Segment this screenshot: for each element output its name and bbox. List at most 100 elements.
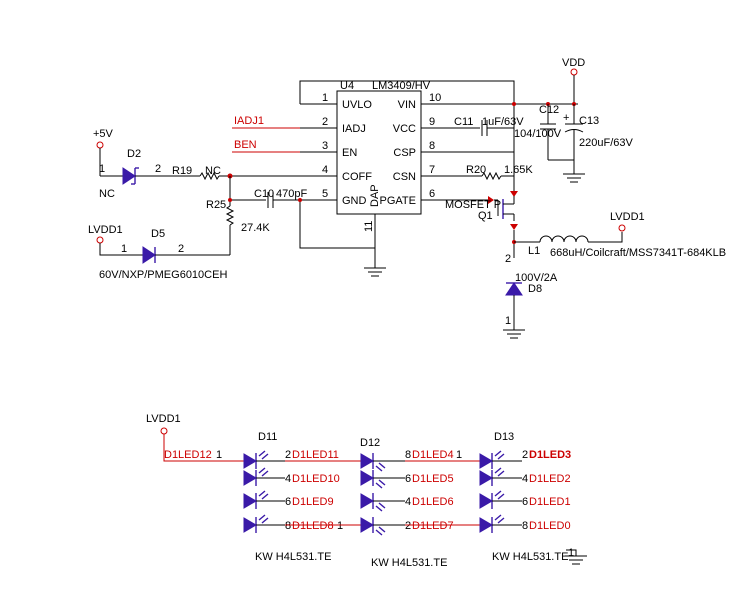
diode-d8	[505, 282, 523, 296]
net-iadj1: IADJ1	[234, 115, 264, 127]
ground-caps	[563, 173, 585, 183]
inductor-l1	[539, 235, 589, 243]
led-input-pin: 1	[216, 449, 222, 461]
led-row-3: 6 D1LED9 4 D1LED6 6 D1LED1	[243, 490, 571, 512]
svg-text:8: 8	[285, 520, 291, 532]
net-lvdd1-left: LVDD1	[88, 224, 123, 236]
r19-val: NC	[205, 165, 221, 177]
net-lvdd1-bottom: LVDD1	[146, 413, 181, 425]
net-d1led0: D1LED0	[529, 520, 571, 532]
svg-text:8: 8	[522, 520, 528, 532]
junction-gnd	[298, 198, 302, 202]
ic-pin-num-2: 2	[322, 116, 328, 128]
c13-val: 220uF/63V	[579, 137, 633, 149]
c10-ref: C10	[254, 188, 274, 200]
d2-pin2: 2	[155, 163, 161, 175]
led-d11-1	[243, 450, 269, 469]
capacitor-c13	[564, 104, 584, 174]
ic-pin-pgate: PGATE	[380, 195, 416, 207]
d8-val: 100V/2A	[515, 272, 558, 284]
d8-pin1: 1	[505, 315, 511, 327]
arrow-q1	[510, 224, 518, 230]
wire-lvdd1-led	[163, 434, 244, 462]
svg-text:4: 4	[285, 473, 291, 485]
wire-l1-right	[588, 232, 623, 243]
svg-text:4: 4	[522, 473, 528, 485]
lvdd1-right-port	[618, 224, 626, 232]
svg-text:4: 4	[405, 496, 411, 508]
ic-pin-num-5: 5	[322, 188, 328, 200]
d12-ref: D12	[360, 437, 380, 449]
wire-gnd-pin	[299, 200, 375, 249]
c10-val: 470pF	[276, 188, 307, 200]
arrow-csn	[510, 191, 518, 197]
ic-ref: U4	[340, 80, 354, 92]
led-row-4: 8 D1LED8 1 2 D1LED7 8 D1LED0	[243, 514, 571, 536]
d11-part: KW H4L531.TE	[255, 551, 331, 563]
r25-ref: R25	[206, 199, 226, 211]
led-d13-1	[479, 450, 505, 469]
d13-pin1: 1	[456, 449, 462, 461]
d5-pin1: 1	[121, 243, 127, 255]
c11-val: 1uF/63V	[482, 116, 524, 128]
led-d12-4	[360, 517, 386, 536]
ic-pin-coff: COFF	[342, 171, 372, 183]
d8-ref: D8	[528, 283, 542, 295]
net-d1led11: D1LED11	[292, 449, 339, 461]
plus5v-port	[96, 141, 104, 149]
resistor-r20	[481, 171, 502, 181]
r20-val: 1.65K	[504, 164, 533, 176]
svg-text:2: 2	[285, 449, 291, 461]
net-d1led5: D1LED5	[412, 473, 454, 485]
capacitor-c12	[540, 104, 556, 160]
lvdd1-bottom-port	[160, 427, 168, 435]
ic-pin-uvlo: UVLO	[342, 99, 372, 111]
net-d1led6: D1LED6	[412, 496, 454, 508]
c11-ref: C11	[454, 116, 473, 128]
net-d1led9: D1LED9	[292, 496, 334, 508]
ic-pin-iadj: IADJ	[342, 123, 366, 135]
d12-pin1: 1	[337, 520, 343, 532]
d13-bottom-pin1: 1	[568, 547, 574, 559]
ic-pin-vin: VIN	[398, 99, 416, 111]
svg-text:2: 2	[405, 520, 411, 532]
net-d1led7: D1LED7	[412, 520, 454, 532]
net-lvdd1-right: LVDD1	[610, 211, 645, 223]
net-d1led1: D1LED1	[529, 496, 571, 508]
led-d12-3	[360, 493, 386, 512]
svg-text:8: 8	[405, 449, 411, 461]
ic-pin-num-11: 11	[363, 221, 375, 232]
ic-pin-vcc: VCC	[393, 123, 416, 135]
led-d11-4	[243, 514, 269, 533]
arrow-pgate	[488, 196, 494, 204]
r20-ref: R20	[466, 164, 486, 176]
ground-d8	[503, 329, 525, 339]
net-vdd: VDD	[562, 57, 585, 69]
ic-pin-en: EN	[342, 147, 357, 159]
ic-part: LM3409/HV	[372, 80, 431, 92]
diode-d5	[142, 246, 156, 264]
q1-ref: Q1	[478, 210, 493, 222]
svg-text:6: 6	[405, 473, 411, 485]
ground-ic	[364, 248, 386, 277]
junction-vin	[512, 102, 516, 106]
ic-pin-num-6: 6	[429, 188, 435, 200]
c13-ref: C13	[579, 115, 599, 127]
d5-val: 60V/NXP/PMEG6010CEH	[99, 269, 227, 281]
q1-val: MOSFET P	[445, 199, 501, 211]
ic-pin-num-4: 4	[322, 164, 328, 176]
led-d11-2	[243, 467, 269, 486]
net-d1led4: D1LED4	[412, 449, 454, 461]
ic-pin-num-3: 3	[322, 140, 328, 152]
svg-text:6: 6	[522, 496, 528, 508]
net-d1led10: D1LED10	[292, 473, 340, 485]
ic-pin-num-7: 7	[429, 164, 435, 176]
net-ben: BEN	[234, 139, 257, 151]
net-d1led2: D1LED2	[529, 473, 571, 485]
ic-pin-num-8: 8	[429, 140, 435, 152]
junction-c10	[228, 198, 232, 202]
ground-leds	[565, 555, 587, 565]
d12-part: KW H4L531.TE	[371, 557, 447, 569]
ic-pin-num-9: 9	[429, 116, 435, 128]
